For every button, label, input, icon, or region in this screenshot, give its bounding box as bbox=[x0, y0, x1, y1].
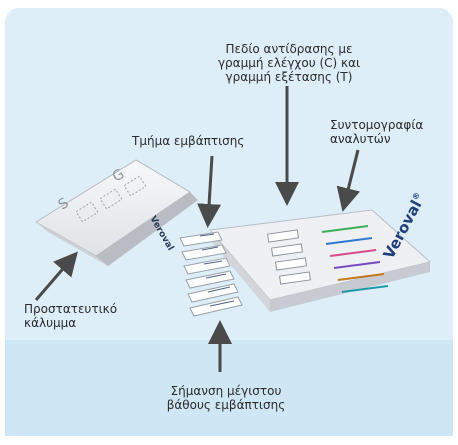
registered-mark: ® bbox=[410, 191, 422, 202]
label-dip-section: Τμήμα εμβάπτισης bbox=[132, 134, 282, 148]
label-cap-line2: κάλυμμα bbox=[24, 316, 77, 330]
reaction-windows bbox=[267, 229, 311, 285]
label-max-dip-mark: Σήμανση μέγιστου βάθους εμβάπτισης bbox=[150, 384, 302, 412]
label-max-dip-line2: βάθους εμβάπτισης bbox=[166, 398, 286, 412]
arrow-dip-section bbox=[197, 155, 222, 228]
label-reaction-field-line2: γραμμή ελέγχου (C) και bbox=[217, 56, 361, 70]
label-protective-cap: Προστατευτικό κάλυμμα bbox=[24, 302, 144, 330]
arrow-protective-cap bbox=[34, 251, 78, 301]
callout-arrows bbox=[34, 86, 361, 372]
label-analyte-line2: αναλυτών bbox=[330, 132, 391, 146]
label-max-dip-line1: Σήμανση μέγιστου bbox=[170, 384, 282, 398]
background-panel bbox=[5, 8, 453, 436]
arrow-analyte-abbreviations bbox=[336, 149, 361, 212]
label-dip-section-text: Τμήμα εμβάπτισης bbox=[132, 134, 245, 148]
analyte-lines bbox=[321, 225, 389, 293]
lower-band bbox=[5, 340, 453, 436]
label-cap-line1: Προστατευτικό bbox=[24, 302, 118, 316]
label-reaction-field-line3: γραμμή εξέτασης (T) bbox=[225, 70, 353, 84]
protective-cap: S G Veroval bbox=[35, 159, 198, 266]
test-device: Veroval® bbox=[179, 190, 432, 317]
label-analyte-line1: Συντομογραφία bbox=[330, 118, 424, 132]
label-analyte-abbreviations: Συντομογραφία αναλυτών bbox=[330, 118, 440, 146]
label-reaction-field-line1: Πεδίο αντίδρασης με bbox=[225, 42, 353, 56]
label-reaction-field: Πεδίο αντίδρασης με γραμμή ελέγχου (C) κ… bbox=[210, 42, 368, 84]
dip-strips bbox=[179, 231, 243, 317]
